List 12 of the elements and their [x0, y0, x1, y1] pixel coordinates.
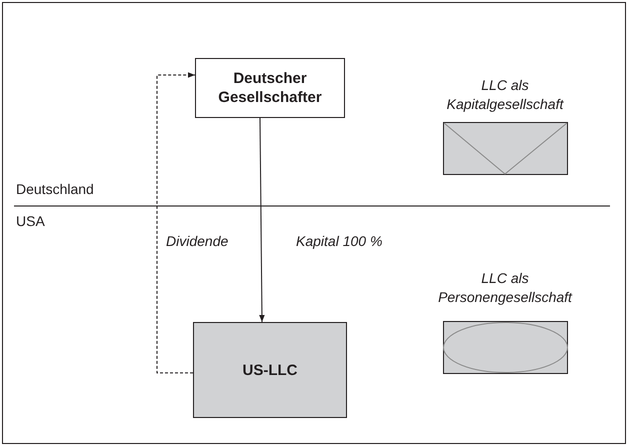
entity-name: Deutscher Gesellschafter — [217, 69, 323, 107]
company-box — [193, 322, 347, 418]
arrow — [156, 72, 196, 374]
edge-label: Kapital 100 % — [296, 233, 382, 249]
symbol-caption: LLC als Personengesellschaft — [437, 269, 574, 307]
symbol-caption: LLC als Kapitalgesellschaft — [446, 76, 565, 114]
arrow — [259, 118, 265, 322]
edge-label: Dividende — [166, 233, 228, 249]
entity-box — [195, 58, 345, 118]
region-label: USA — [16, 213, 45, 229]
entity-name: US-LLC — [242, 360, 298, 380]
region-label: Deutschland — [16, 181, 94, 197]
